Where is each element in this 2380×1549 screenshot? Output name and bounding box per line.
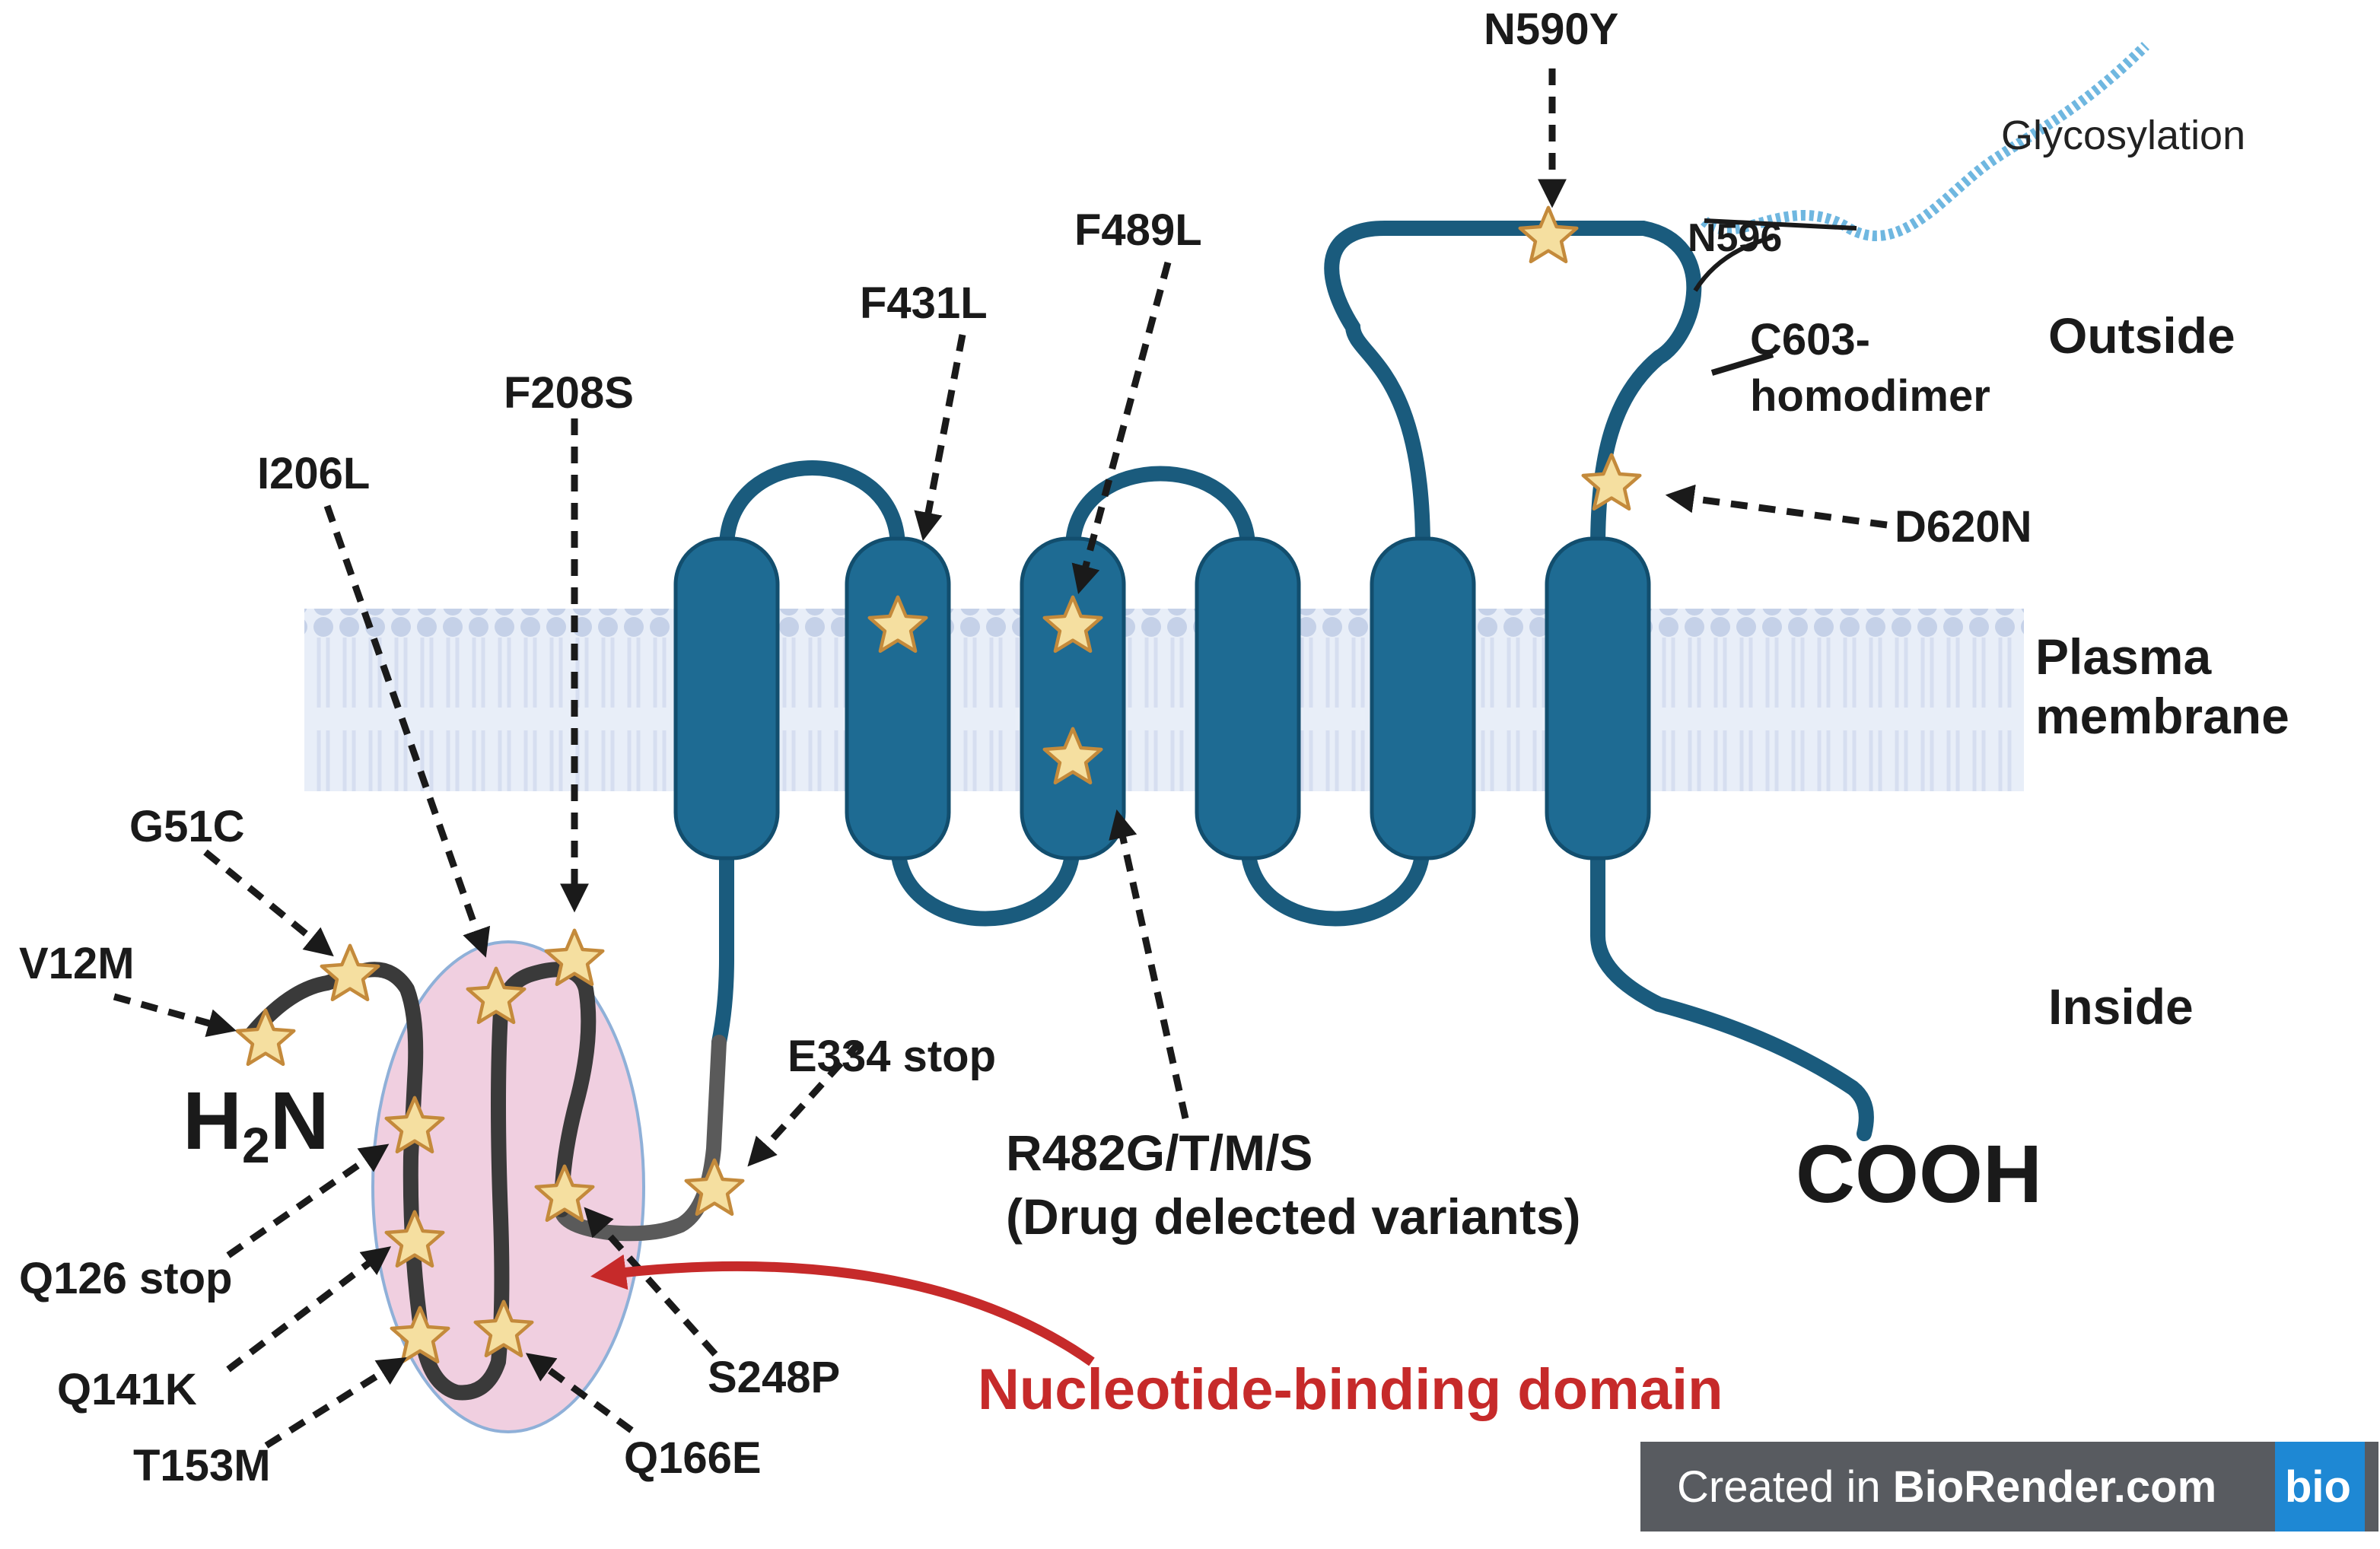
arrow-icon: [226, 1246, 392, 1372]
tm-helix-3: [1020, 536, 1126, 860]
nbd-region-ellipse: [371, 940, 645, 1433]
star-icon: [1583, 455, 1640, 509]
nbd-chain: [243, 962, 597, 1401]
c603-connector: [1710, 351, 1774, 376]
mutation-label-q166e: Q166E: [624, 1433, 762, 1483]
membrane-label-line1: Plasma: [2035, 628, 2212, 685]
inside-label: Inside: [2048, 978, 2194, 1035]
arrow-icon: [584, 1207, 718, 1357]
membrane-label-line2: membrane: [2035, 688, 2289, 744]
nbd-red-arrow: [590, 1254, 1095, 1366]
bio-logo-icon: bio: [2285, 1462, 2351, 1512]
star-icon: [322, 946, 378, 1000]
plasma-membrane: [304, 609, 2024, 791]
arrow-icon: [1109, 809, 1189, 1119]
arrow-icon: [226, 1143, 390, 1258]
tm-helix-2: [845, 536, 951, 860]
arrow-icon: [914, 334, 966, 542]
mutation-label-v12m: V12M: [19, 939, 135, 988]
arrow-icon: [203, 849, 334, 957]
tmd-chain: [711, 221, 1874, 1141]
glycan-chain-icon: [1701, 42, 2149, 241]
mutation-label-s248p: S248P: [708, 1353, 840, 1402]
mutation-label-t153m: T153M: [133, 1441, 271, 1490]
mutation-label-q141k: Q141K: [57, 1365, 197, 1414]
mutation-label-e334stop: E334 stop: [788, 1032, 996, 1081]
arrow-icon: [264, 1357, 407, 1449]
arrow-icon: [525, 1353, 634, 1433]
arrow-icon: [323, 504, 491, 958]
c603-label-line2: homodimer: [1750, 371, 1990, 421]
tm-helix-6: [1545, 536, 1651, 860]
mutation-label-q126stop: Q126 stop: [19, 1254, 232, 1303]
mutation-label-g51c: G51C: [129, 802, 245, 851]
mutation-label-f431l: F431L: [860, 278, 988, 328]
mutation-arrows: [113, 68, 1888, 1449]
star-icon: [1520, 208, 1577, 262]
n596-connector: [1693, 235, 1774, 292]
mutation-label-i206l: I206L: [257, 449, 370, 498]
mutation-label-d620n: D620N: [1895, 502, 2032, 552]
n596-label: N596: [1688, 216, 1782, 260]
glycosylation-label: Glycosylation: [2001, 113, 2245, 158]
star-icon: [237, 1010, 294, 1064]
tm-helix-1: [673, 536, 780, 860]
mutation-label-r482-line1: R482G/T/M/S: [1006, 1124, 1312, 1181]
biorender-badge: Created in BioRender.com bio: [1640, 1442, 2378, 1532]
mutation-label-f489l: F489L: [1074, 205, 1202, 255]
tm-helix-4: [1195, 536, 1301, 860]
nbd-label: Nucleotide-binding domain: [978, 1357, 1723, 1422]
badge-text: Created in BioRender.com: [1677, 1462, 2216, 1512]
c-terminus-label: COOH: [1796, 1128, 2042, 1220]
mutation-label-r482-line2: (Drug delected variants): [1006, 1188, 1581, 1245]
n-terminus-label: H2N: [183, 1074, 329, 1173]
c603-label-line1: C603-: [1750, 315, 1870, 364]
arrow-icon: [1071, 261, 1172, 594]
mutation-label-n590y: N590Y: [1484, 5, 1618, 54]
arrow-icon: [113, 993, 237, 1038]
tm-helix-5: [1370, 536, 1476, 860]
mutation-label-f208s: F208S: [504, 368, 634, 418]
outside-label: Outside: [2048, 307, 2235, 364]
arrow-icon: [1665, 484, 1888, 529]
